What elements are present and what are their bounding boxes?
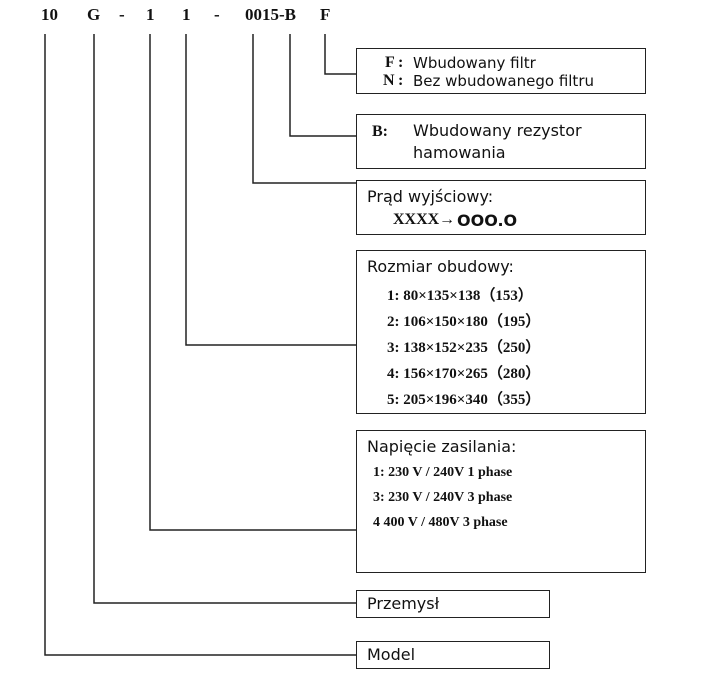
- voltage-title: Napięcie zasilania:: [367, 437, 517, 456]
- filter-box: F : Wbudowany filtr N : Bez wbudowanego …: [356, 48, 646, 94]
- connector-voltage: [149, 34, 356, 531]
- code-segment-filter: F: [320, 5, 331, 24]
- filter-value-f: Wbudowany filtr: [413, 54, 536, 72]
- industry-label: Przemysł: [367, 594, 440, 613]
- model-label: Model: [367, 645, 416, 664]
- code-dash: -: [214, 5, 220, 24]
- brake-key: B:: [372, 123, 388, 140]
- filter-separator: :: [398, 54, 404, 71]
- housing-item: 1: 80×135×138（153）: [387, 288, 533, 304]
- code-segment-current-brake: 0015-B: [245, 5, 296, 24]
- housing-item: 3: 138×152×235（250）: [387, 340, 541, 356]
- supply-voltage-box: Napięcie zasilania: 1: 230 V / 240V 1 ph…: [356, 430, 646, 573]
- brake-resistor-box: B: Wbudowany rezystor hamowania: [356, 114, 646, 169]
- connector-industry: [93, 34, 356, 604]
- connector-current: [252, 34, 356, 184]
- filter-key-n: N: [383, 72, 395, 89]
- voltage-item: 4 400 V / 480V 3 phase: [373, 515, 508, 530]
- brake-description-line2: hamowania: [413, 143, 506, 162]
- output-current-box: Prąd wyjściowy: XXXX → OOO.O: [356, 180, 646, 235]
- current-title: Prąd wyjściowy:: [367, 187, 494, 206]
- voltage-item: 3: 230 V / 240V 3 phase: [373, 490, 513, 505]
- code-segment-voltage: 1: [146, 5, 155, 24]
- housing-item: 5: 205×196×340（355）: [387, 392, 541, 408]
- code-segment-model: 10: [41, 5, 58, 24]
- arrow-right-icon: →: [439, 211, 455, 228]
- housing-size-box: Rozmiar obudowy: 1: 80×135×138（153） 2: 1…: [356, 250, 646, 414]
- current-format: XXXX: [393, 211, 440, 228]
- connector-filter: [324, 34, 356, 75]
- model-box: Model: [356, 641, 550, 669]
- current-result: OOO.O: [457, 211, 518, 230]
- connector-housing: [185, 34, 356, 346]
- housing-item: 2: 106×150×180（195）: [387, 314, 541, 330]
- housing-item: 4: 156×170×265（280）: [387, 366, 541, 382]
- connector-brake: [289, 34, 356, 137]
- voltage-item: 1: 230 V / 240V 1 phase: [373, 465, 513, 480]
- code-dash: -: [119, 5, 125, 24]
- code-segment-housing: 1: [182, 5, 191, 24]
- code-segment-industry: G: [87, 5, 101, 24]
- filter-key-f: F: [385, 54, 395, 71]
- filter-separator: :: [398, 72, 404, 89]
- filter-value-n: Bez wbudowanego filtru: [413, 72, 594, 90]
- housing-title: Rozmiar obudowy:: [367, 257, 514, 276]
- industry-box: Przemysł: [356, 590, 550, 618]
- brake-description-line1: Wbudowany rezystor: [413, 121, 582, 140]
- connector-model: [44, 34, 356, 656]
